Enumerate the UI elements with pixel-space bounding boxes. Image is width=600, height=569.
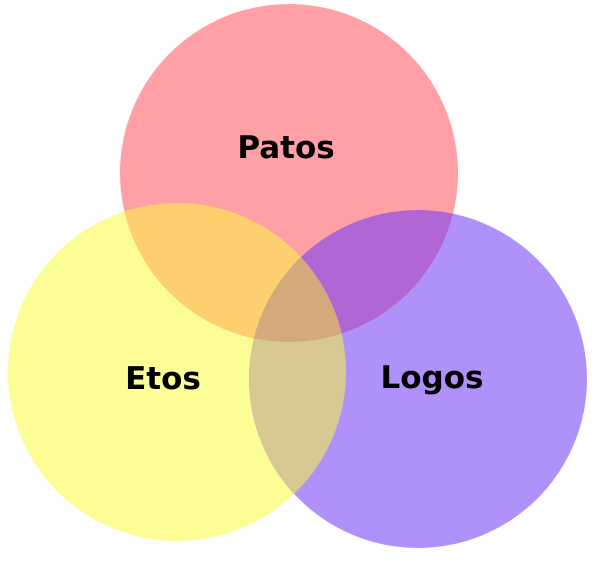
patos-label: Patos bbox=[237, 130, 334, 166]
patos-logos-overlap bbox=[249, 210, 458, 342]
logos-label: Logos bbox=[381, 360, 484, 396]
etos-label: Etos bbox=[125, 361, 201, 397]
patos-etos-overlap bbox=[120, 203, 346, 342]
